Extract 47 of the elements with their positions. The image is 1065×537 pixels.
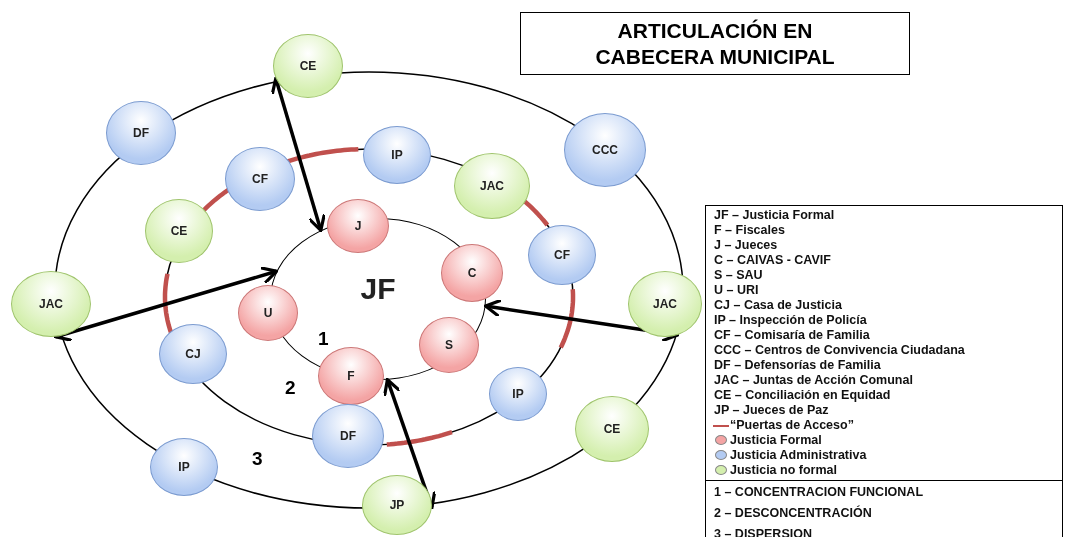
legend-text: JP – Jueces de Paz [714,403,829,417]
entity-circle: F [318,347,384,405]
entity-circle: IP [489,367,547,421]
legend-text: JF – Justicia Formal [714,208,835,222]
ring-number: 1 [318,328,329,350]
legend-text: 1 – CONCENTRACION FUNCIONAL [714,485,924,499]
entity-circle: C [441,244,503,302]
legend-text: CE – Conciliación en Equidad [714,388,891,402]
double-arrow [270,76,326,232]
ring-number: 3 [252,448,263,470]
legend-text: F – Fiscales [714,223,785,237]
legend-text: C – CAIVAS - CAVIF [714,253,831,267]
entity-circle: JAC [628,271,702,337]
legend-text: 2 – DESCONCENTRACIÓN [714,506,872,520]
entity-circle: CE [575,396,649,462]
legend-text: IP – Inspección de Policía [714,313,867,327]
legend-text: JAC – Juntas de Acción Comunal [714,373,913,387]
entity-circle: U [238,285,298,341]
entity-circle: CCC [564,113,646,187]
legend-text: DF – Defensorías de Familia [714,358,881,372]
entity-circle: JAC [454,153,530,219]
entity-circle: DF [106,101,176,165]
entity-circle: CF [225,147,295,211]
legend-text: S – SAU [714,268,763,282]
entity-circle: J [327,199,389,253]
entity-circle: JP [362,475,432,535]
legend-text: CCC – Centros de Convivencia Ciudadana [714,343,965,357]
legend-text: Justicia Formal [730,433,822,447]
double-arrow [383,378,437,510]
legend-text: Justicia Administrativa [730,448,867,462]
entity-circle: CF [528,225,596,285]
entity-circle: CE [145,199,213,263]
legend-text: “Puertas de Acceso” [730,418,854,432]
entity-circle: JAC [11,271,91,337]
entity-circle: DF [312,404,384,468]
title: ARTICULACIÓN EN CABECERA MUNICIPAL [520,12,910,75]
legend-text: U – URI [714,283,759,297]
entity-circle: CE [273,34,343,98]
entity-circle: IP [150,438,218,496]
entity-circle: IP [363,126,431,184]
legend-text: CF – Comisaría de Familia [714,328,870,342]
ring-number: 2 [285,377,296,399]
double-arrow [54,266,279,342]
legend-text: CJ – Casa de Justicia [714,298,842,312]
legend-text: J – Jueces [714,238,778,252]
legend-text: Justicia no formal [730,463,837,477]
entity-circle: CJ [159,324,227,384]
